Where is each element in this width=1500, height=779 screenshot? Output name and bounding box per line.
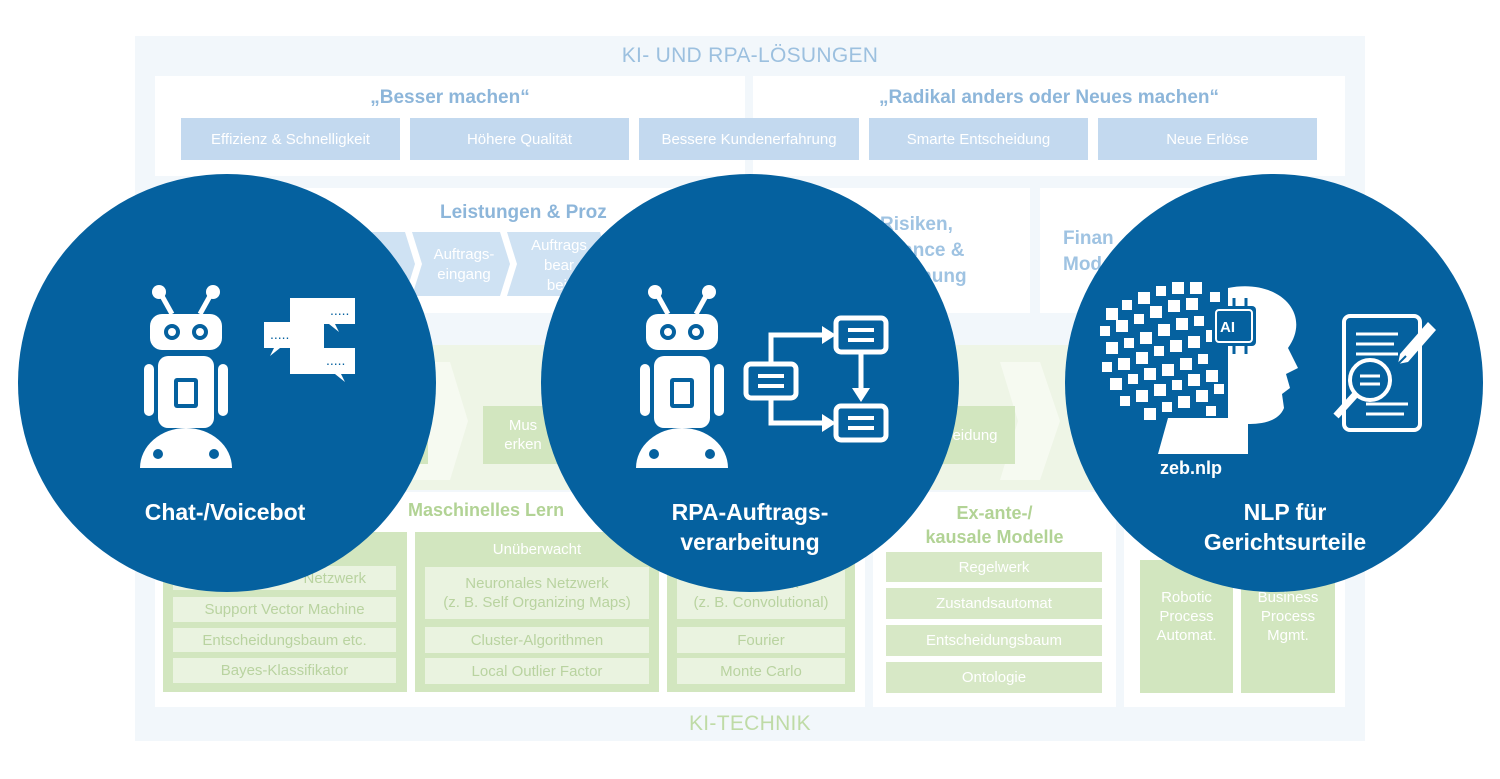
goal-chip: Effizienz & Schnelligkeit — [181, 118, 400, 160]
finance-text: Finan Mod — [1063, 228, 1114, 275]
goal-chip: Bessere Kundenerfahrung — [639, 118, 859, 160]
ml-item: Fourier — [677, 627, 845, 653]
rpa-circle[interactable] — [541, 174, 959, 592]
goal-chip: Smarte Entscheidung — [869, 118, 1088, 160]
ml-item: Neuronales Netzwerk (z. B. Self Organizi… — [425, 567, 649, 619]
svg-text:.....: ..... — [270, 326, 289, 342]
ml-item: Support Vector Machine — [173, 597, 396, 622]
goals-right-header: „Radikal anders oder Neues machen“ — [878, 87, 1219, 108]
causal-header: Ex-ante-/ kausale Modelle — [925, 503, 1064, 547]
causal-item: Ontologie — [886, 662, 1102, 693]
ml-item: Local Outlier Factor — [425, 658, 649, 684]
chatbot-label: Chat-/Voicebot — [144, 499, 306, 525]
ml-header: Maschinelles Lern — [408, 500, 565, 520]
top-title: KI- UND RPA-LÖSUNGEN — [621, 44, 879, 67]
rpa-robot-flow-icon — [636, 285, 889, 468]
goal-chip: Höhere Qualität — [410, 118, 629, 160]
ml-item: Monte Carlo — [677, 658, 845, 684]
causal-item: Zustandsautomat — [886, 588, 1102, 619]
ml-item: Cluster-Algorithmen — [425, 627, 649, 653]
svg-text:.....: ..... — [326, 352, 345, 368]
ai-badge-text: AI — [1220, 319, 1235, 336]
ai-head-document-icon: AI — [1100, 282, 1436, 454]
nlp-label: NLP für Gerichtsurteile — [1203, 499, 1367, 555]
svg-text:.....: ..... — [330, 302, 349, 318]
ml-item: Entscheidungsbaum etc. — [173, 628, 396, 652]
ml-unsupervised-header: Unüberwacht — [492, 540, 582, 558]
goal-chip: Neue Erlöse — [1098, 118, 1317, 160]
ml-item: Bayes-Klassifikator — [173, 658, 396, 683]
bottom-title: KI-TECHNIK — [688, 712, 811, 735]
chatbot-robot-icon: ..... ..... ..... — [140, 285, 355, 468]
goals-left-header: „Besser machen“ — [370, 87, 530, 108]
causal-item: Entscheidungsbaum — [886, 625, 1102, 656]
causal-item: Regelwerk — [886, 552, 1102, 582]
process-header: Leistungen & Proz — [440, 202, 607, 223]
stage-order-intake: Auftrags- eingang — [433, 246, 495, 283]
zeb-nlp-caption: zeb.nlp — [1160, 458, 1222, 478]
rpa-label: RPA-Auftrags- verarbeitung — [671, 499, 829, 555]
